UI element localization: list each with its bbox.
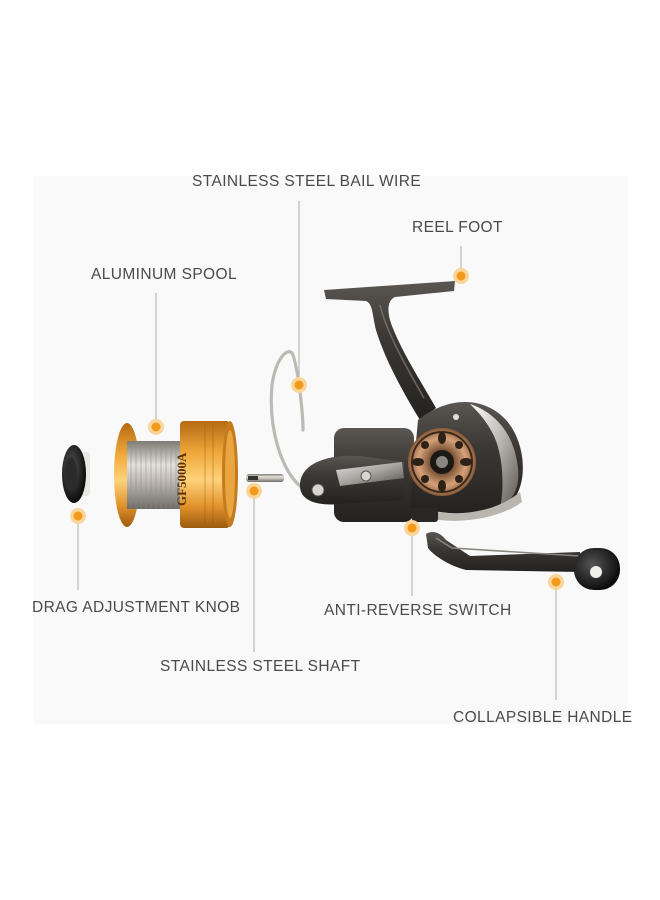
label-bail-wire: STAINLESS STEEL BAIL WIRE: [192, 173, 422, 190]
label-reel-foot: REEL FOOT: [412, 219, 503, 236]
shaft-part: [246, 474, 284, 482]
handle-part: [426, 532, 620, 590]
drag-knob-marker: [70, 508, 86, 524]
handle-marker: [548, 574, 564, 590]
reel-foot-marker: [453, 268, 469, 284]
shaft-marker: [246, 483, 262, 499]
label-steel-shaft: STAINLESS STEEL SHAFT: [160, 658, 361, 675]
drag-knob-part: [62, 445, 90, 503]
label-aluminum-spool: ALUMINUM SPOOL: [91, 266, 237, 283]
label-anti-reverse: ANTI-REVERSE SWITCH: [324, 602, 512, 619]
spool-part: GF5000A: [114, 421, 238, 528]
reel-body-part: [300, 402, 523, 522]
spool-model-text: GF5000A: [174, 452, 189, 506]
bail-wire-part: [269, 350, 305, 488]
spool-marker: [148, 419, 164, 435]
leader-lines: [77, 201, 557, 700]
label-collapsible-handle: COLLAPSIBLE HANDLE: [453, 709, 633, 726]
bail-wire-marker: [291, 377, 307, 393]
marker-dots: [70, 268, 564, 590]
anti-reverse-marker: [404, 520, 420, 536]
reel-foot-part: [324, 281, 455, 420]
label-drag-knob: DRAG ADJUSTMENT KNOB: [32, 599, 241, 616]
